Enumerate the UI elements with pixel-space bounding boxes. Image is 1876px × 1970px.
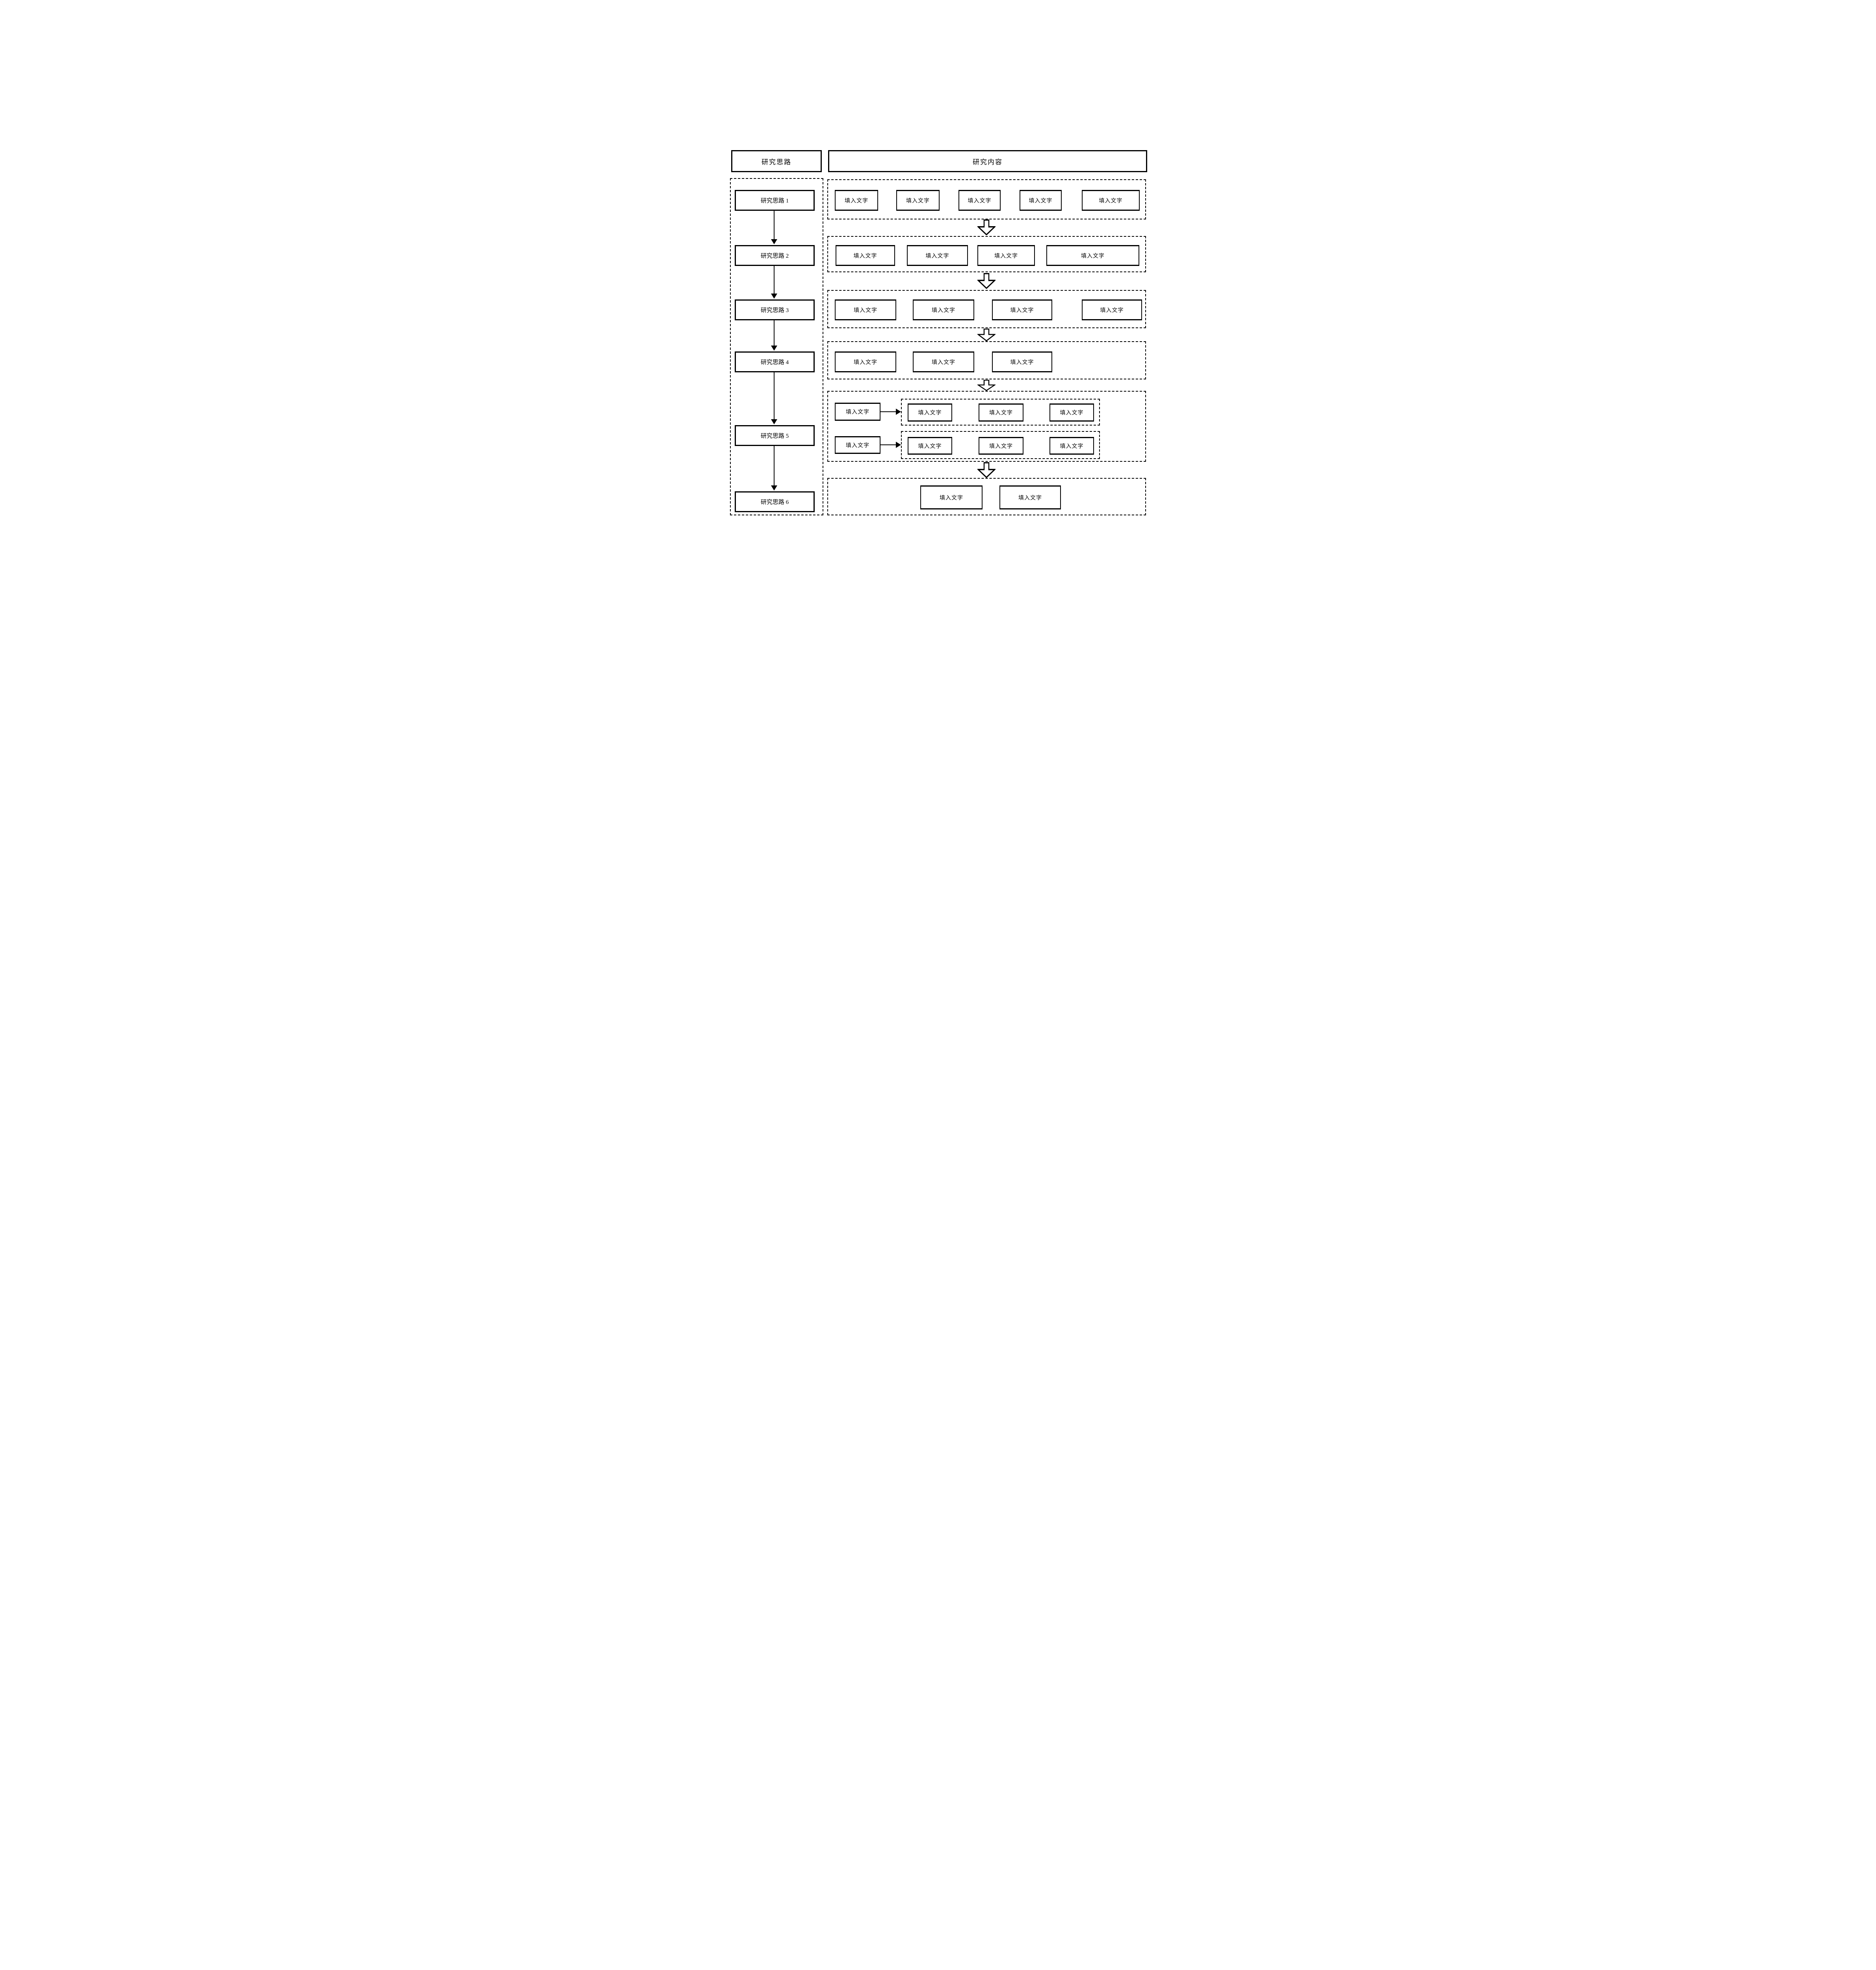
- fill-text-box: 填入文字: [958, 190, 1001, 211]
- fill-text-box: 填入文字: [835, 351, 896, 372]
- hollow-down-block-arrow-icon: [977, 462, 996, 478]
- content-row-4: 填入文字 填入文字 填入文字: [827, 341, 1146, 379]
- research-idea-step-2-label: 研究思路 2: [760, 253, 789, 259]
- fill-text-source-box: 填入文字: [835, 436, 880, 454]
- fill-text-box: 填入文字: [907, 245, 968, 266]
- fill-text-box: 填入文字: [1082, 190, 1140, 211]
- research-idea-step-1-label: 研究思路 1: [760, 198, 789, 204]
- fill-text-box: 填入文字: [896, 190, 940, 211]
- fill-text-box: 填入文字: [1082, 299, 1142, 320]
- research-idea-panel: 研究思路 1 研究思路 2 研究思路 3 研究思路 4 研究思路 5 研究思路 …: [730, 178, 823, 515]
- fill-text-box: 填入文字: [1049, 403, 1094, 422]
- content-row-1: 填入文字 填入文字 填入文字 填入文字 填入文字: [827, 179, 1146, 219]
- content-row-3: 填入文字 填入文字 填入文字 填入文字: [827, 290, 1146, 328]
- research-idea-step-4: 研究思路 4: [735, 351, 815, 372]
- hollow-down-block-arrow-icon: [977, 329, 996, 341]
- fill-text-box: 填入文字: [1046, 245, 1139, 266]
- research-idea-step-4-label: 研究思路 4: [760, 359, 789, 366]
- right-column-header-label: 研究内容: [973, 158, 1003, 166]
- content-row-5: 填入文字 填入文字 填入文字 填入文字 填入文字 填入文字 填入文字 填入文字: [827, 391, 1146, 462]
- fill-text-box: 填入文字: [979, 437, 1023, 455]
- fill-text-box: 填入文字: [913, 299, 974, 320]
- hollow-down-block-arrow-icon: [977, 273, 996, 289]
- nested-group-2: 填入文字 填入文字 填入文字: [901, 431, 1100, 459]
- down-arrow-icon: [771, 210, 777, 244]
- fill-text-box: 填入文字: [920, 485, 983, 509]
- fill-text-box: 填入文字: [1020, 190, 1062, 211]
- down-arrow-icon: [771, 265, 777, 299]
- left-column-header-label: 研究思路: [762, 158, 791, 166]
- right-arrow-icon: [880, 409, 901, 415]
- hollow-down-block-arrow-icon: [977, 219, 996, 235]
- content-row-2: 填入文字 填入文字 填入文字 填入文字: [827, 236, 1146, 272]
- fill-text-box: 填入文字: [908, 403, 952, 422]
- fill-text-box: 填入文字: [835, 190, 878, 211]
- left-column-header: 研究思路: [731, 150, 822, 172]
- down-arrow-icon: [771, 320, 777, 351]
- research-idea-step-6: 研究思路 6: [735, 491, 815, 512]
- content-row-6: 填入文字 填入文字: [827, 478, 1146, 515]
- fill-text-source-box: 填入文字: [835, 403, 880, 421]
- research-idea-step-5: 研究思路 5: [735, 425, 815, 446]
- research-idea-step-3: 研究思路 3: [735, 299, 815, 320]
- research-idea-step-1: 研究思路 1: [735, 190, 815, 211]
- fill-text-box: 填入文字: [999, 485, 1061, 509]
- flowchart-page: 研究思路 研究内容 研究思路 1 研究思路 2 研究思路 3 研究思路 4 研究…: [704, 0, 1172, 663]
- fill-text-box: 填入文字: [979, 403, 1023, 422]
- research-idea-step-3-label: 研究思路 3: [760, 307, 789, 314]
- down-arrow-icon: [771, 445, 777, 491]
- nested-group-1: 填入文字 填入文字 填入文字: [901, 399, 1100, 426]
- right-column-header: 研究内容: [828, 150, 1147, 172]
- research-idea-step-2: 研究思路 2: [735, 245, 815, 266]
- down-arrow-icon: [771, 372, 777, 424]
- fill-text-box: 填入文字: [977, 245, 1035, 266]
- fill-text-box: 填入文字: [836, 245, 895, 266]
- right-arrow-icon: [880, 442, 901, 448]
- fill-text-box: 填入文字: [908, 437, 952, 455]
- fill-text-box: 填入文字: [835, 299, 896, 320]
- fill-text-box: 填入文字: [992, 351, 1052, 372]
- research-idea-step-6-label: 研究思路 6: [760, 499, 789, 506]
- fill-text-box: 填入文字: [913, 351, 974, 372]
- fill-text-box: 填入文字: [992, 299, 1052, 320]
- fill-text-box: 填入文字: [1049, 437, 1094, 455]
- hollow-down-block-arrow-icon: [977, 380, 996, 391]
- research-idea-step-5-label: 研究思路 5: [760, 433, 789, 439]
